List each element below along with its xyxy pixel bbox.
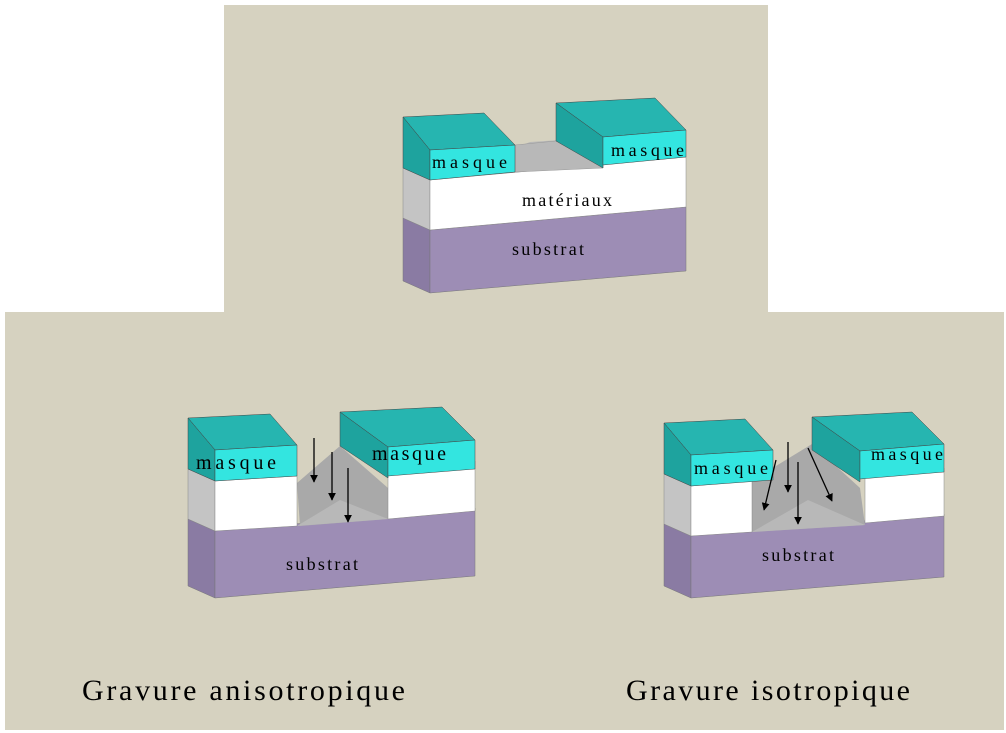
isotropic-diagram: masque masque substrat Gravure isotropiq…	[626, 411, 945, 707]
iso-substrate-side	[663, 523, 692, 599]
top-mask-right-front	[602, 129, 687, 166]
top-mask-left-front	[429, 144, 516, 181]
isotropic-caption: Gravure isotropique	[626, 674, 910, 707]
aniso-substrate-side	[187, 518, 216, 599]
top-mask-right-side	[555, 102, 604, 169]
aniso-material-left-face	[214, 475, 298, 532]
top-material-label: matériaux	[522, 190, 612, 210]
aniso-mask-right-front	[387, 439, 476, 477]
aniso-mask-left-front	[214, 444, 298, 482]
iso-mask-left-front	[690, 449, 774, 487]
anisotropic-diagram: masque masque substrat Gravure anisotrop…	[82, 406, 476, 707]
top-substrate-label: substrat	[512, 239, 584, 259]
aniso-substrate-label: substrat	[286, 554, 358, 574]
iso-mask-right-side	[811, 416, 861, 483]
top-diagram: masque masque matériaux substrat	[402, 97, 687, 294]
aniso-mask-right-side	[339, 411, 389, 479]
down-arrow-icon	[761, 442, 833, 525]
iso-substrate-label: substrat	[762, 545, 834, 565]
top-substrate-front	[402, 217, 431, 294]
aniso-trench-floor	[297, 500, 388, 526]
anisotropic-caption: Gravure anisotropique	[82, 674, 405, 707]
iso-mask-right-front	[859, 443, 945, 480]
iso-trench-floor	[752, 500, 865, 532]
iso-material-left-face	[690, 480, 753, 537]
down-arrow-icon	[310, 438, 352, 523]
aniso-trench-wall	[297, 446, 388, 526]
aniso-mask-right-label: masque	[372, 443, 446, 465]
